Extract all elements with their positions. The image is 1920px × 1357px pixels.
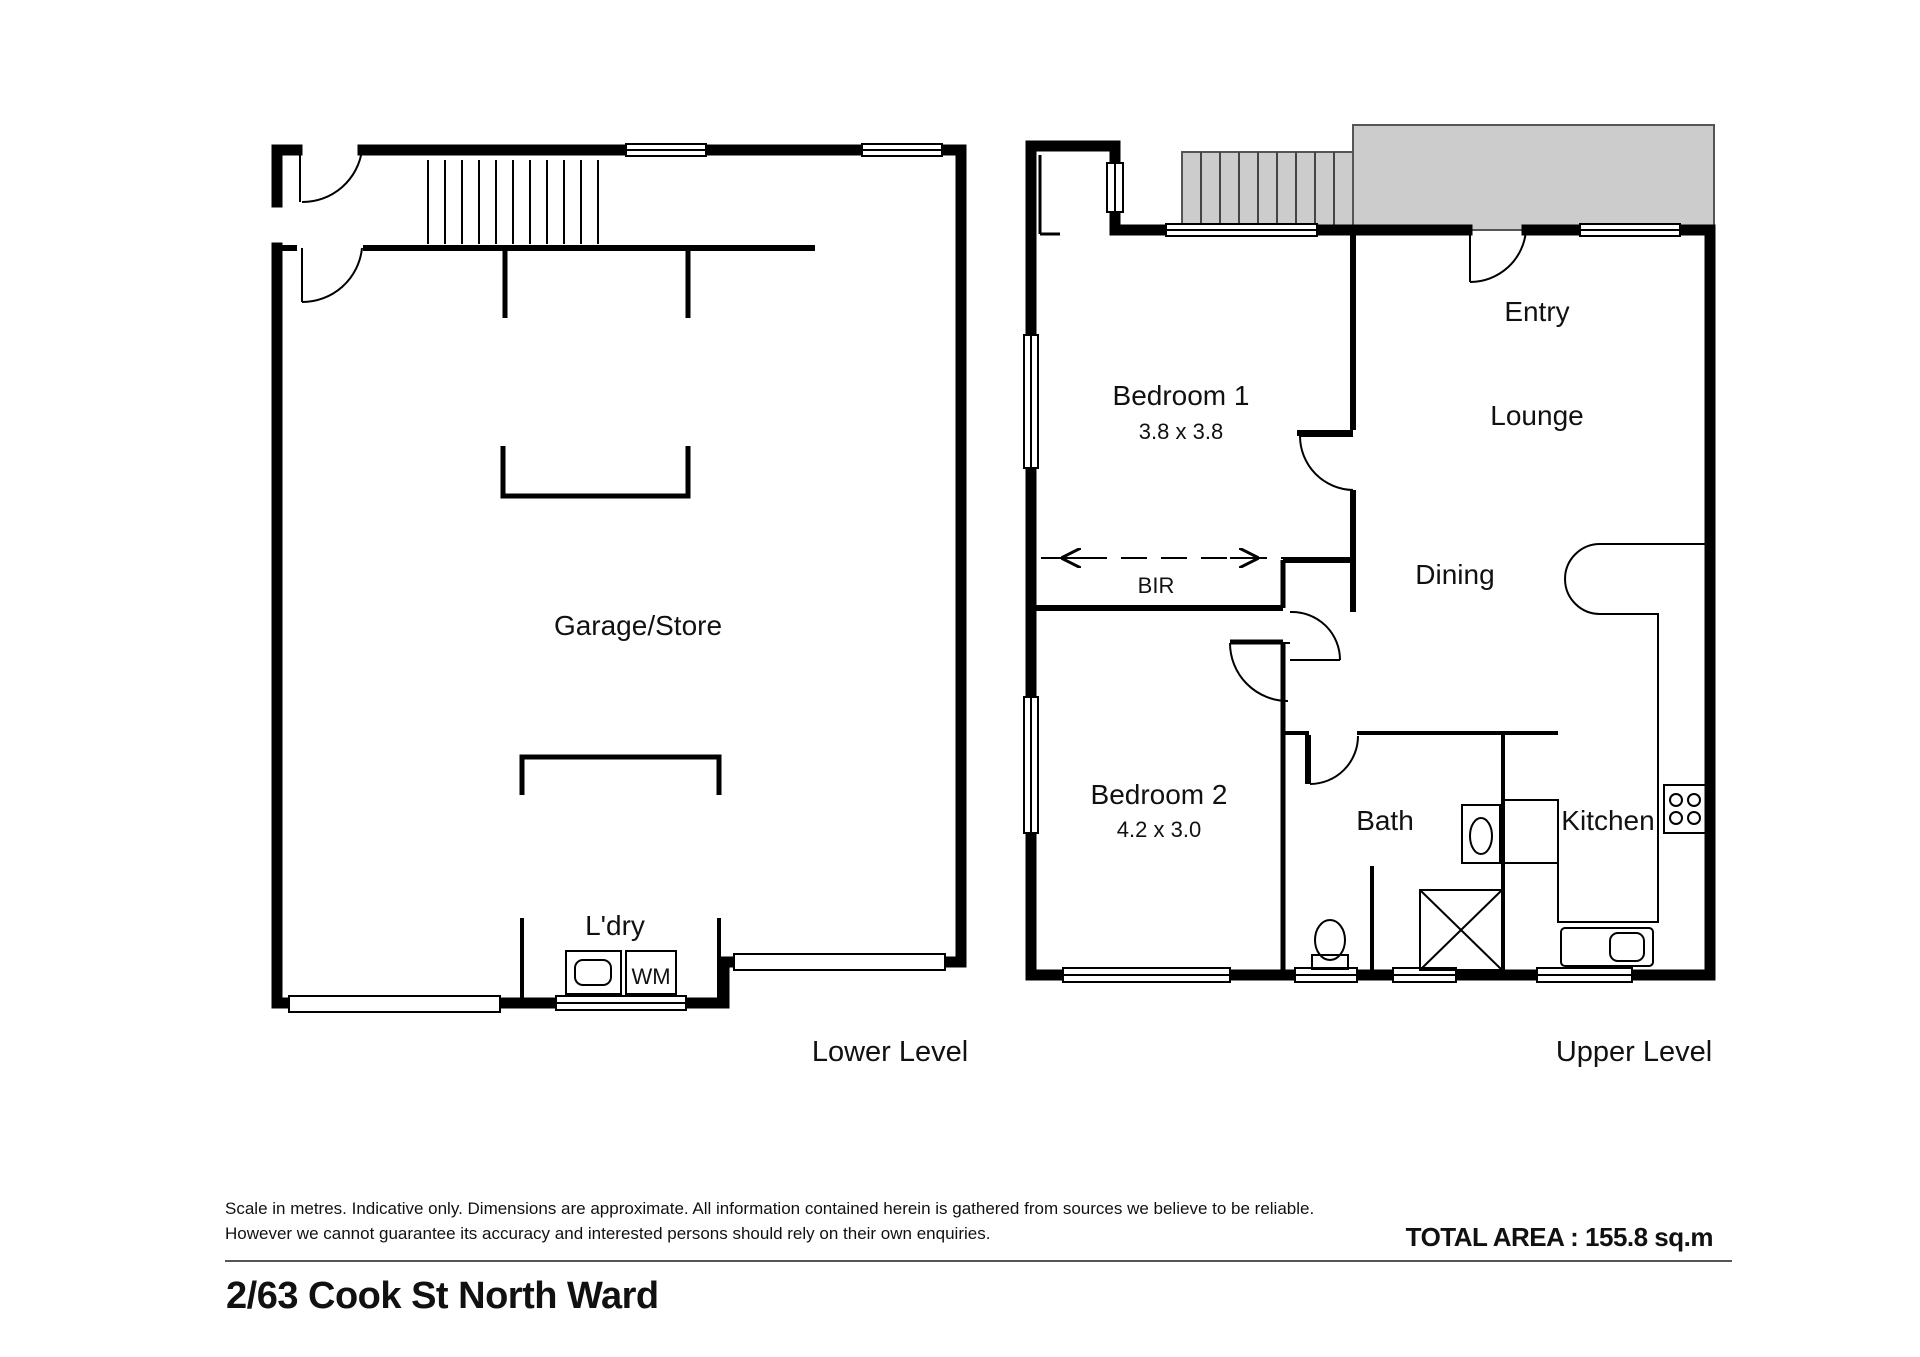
footer-divider <box>225 1260 1732 1262</box>
lower-level-plan: Garage/Store L'dry WM Lower Level <box>271 143 968 1068</box>
disclaimer-text: Scale in metres. Indicative only. Dimens… <box>225 1199 1315 1243</box>
bir-label: BIR <box>1138 573 1175 598</box>
kitchen-label: Kitchen <box>1561 805 1654 836</box>
lower-level-label: Lower Level <box>812 1036 968 1068</box>
dining-label: Dining <box>1415 559 1494 590</box>
entry-label: Entry <box>1504 296 1569 327</box>
lounge-label: Lounge <box>1490 400 1583 431</box>
bath-fixtures <box>1311 804 1503 971</box>
upper-doors <box>1229 229 1527 785</box>
upper-level-plan: Bedroom 1 3.8 x 3.8 BIR Bedroom 2 4.2 x … <box>1023 124 1716 1068</box>
upper-windows <box>1023 162 1681 983</box>
upper-level-label: Upper Level <box>1556 1036 1712 1068</box>
property-address: 2/63 Cook St North Ward <box>226 1275 659 1317</box>
bedroom1-label: Bedroom 1 <box>1113 380 1250 411</box>
bedroom2-size: 4.2 x 3.0 <box>1117 817 1201 842</box>
bath-label: Bath <box>1356 805 1414 836</box>
garage-label: Garage/Store <box>554 610 722 641</box>
laundry-fixtures <box>565 950 677 995</box>
bedroom2-label: Bedroom 2 <box>1091 779 1228 810</box>
total-area: TOTAL AREA : 155.8 sq.m <box>1405 1222 1714 1252</box>
upper-deck <box>1181 124 1715 231</box>
upper-level-walls <box>1025 140 1716 981</box>
lower-level-walls <box>271 144 967 1009</box>
laundry-label: L'dry <box>585 910 645 941</box>
bedroom1-size: 3.8 x 3.8 <box>1139 419 1223 444</box>
lower-stairs <box>427 160 599 244</box>
kitchen-bench <box>1502 543 1710 967</box>
lower-windows <box>288 143 946 1013</box>
lower-doors <box>299 149 363 304</box>
washing-machine-label: WM <box>631 964 670 989</box>
